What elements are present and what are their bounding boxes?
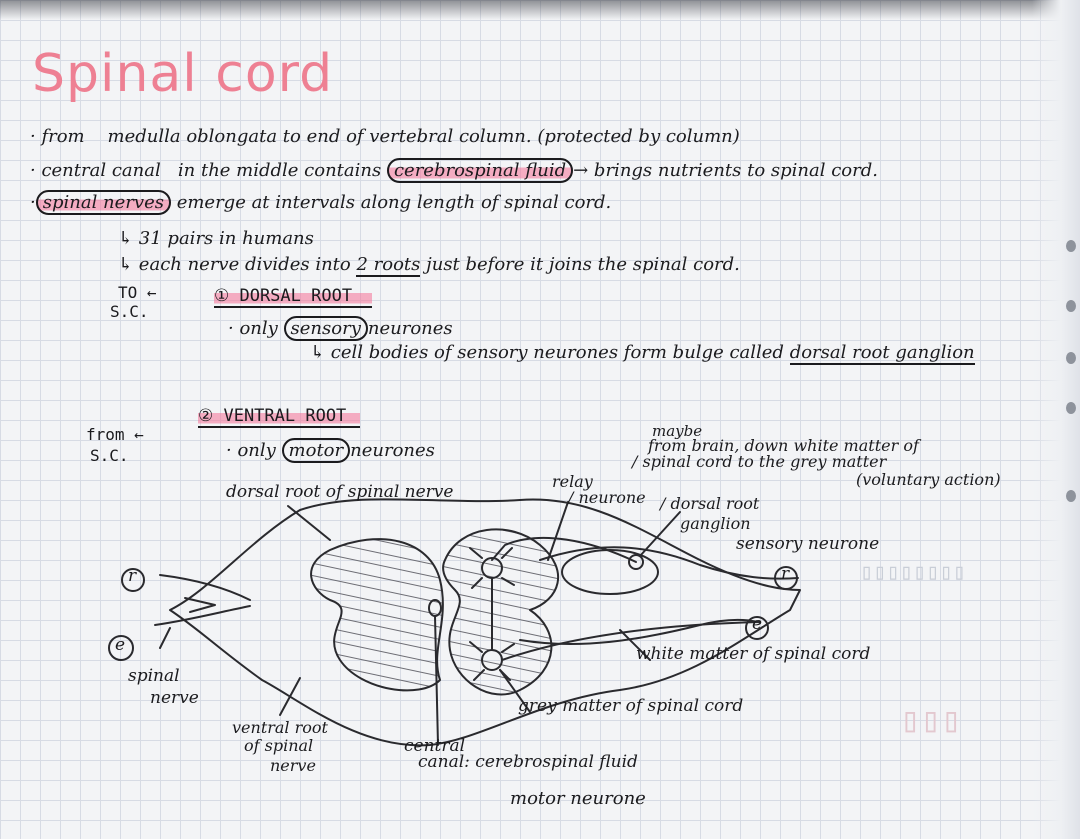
note-line-5: ↳ each nerve divides into 2 roots just b… bbox=[118, 254, 740, 277]
label-relay-neurone: / neurone bbox=[568, 488, 646, 507]
dorsal-root bbox=[539, 546, 799, 580]
dorsal-root-pointer bbox=[287, 505, 331, 541]
dorsal-cell-bodies-line: ↳ cell bodies of sensory neurones form b… bbox=[310, 342, 975, 365]
marker-r-left: r bbox=[128, 566, 137, 586]
binder-hole bbox=[1066, 240, 1076, 252]
ganglion-outline bbox=[561, 549, 659, 595]
binder-hole bbox=[1066, 402, 1076, 414]
page-right-edge bbox=[1032, 0, 1080, 839]
dorsal-to-label: TO ← bbox=[118, 283, 157, 302]
spinal-nerve-pointer bbox=[159, 627, 171, 649]
label-ventral-root-3: nerve bbox=[270, 756, 316, 775]
label-grey-matter: grey matter of spinal cord bbox=[518, 696, 744, 716]
white-matter-pointer bbox=[619, 629, 651, 661]
cord-outline bbox=[169, 498, 801, 747]
dorsal-root-heading: ① DORSAL ROOT bbox=[214, 286, 373, 308]
note-line-1: · from medulla oblongata to end of verte… bbox=[30, 126, 740, 147]
sensory-cell-body bbox=[628, 554, 644, 570]
ganglion-underline: dorsal root ganglion bbox=[789, 342, 975, 365]
bleed-through-marks: ▯▯▯ bbox=[900, 700, 962, 740]
label-maybe: maybe bbox=[652, 422, 703, 440]
label-motor-neurone: motor neurone bbox=[510, 788, 646, 809]
label-dorsal-root-spinal-nerve: dorsal root of spinal nerve bbox=[226, 482, 454, 502]
label-relay: relay bbox=[552, 472, 593, 491]
csf-highlight: cerebrospinal fluid bbox=[386, 158, 574, 183]
ventral-root-heading: ② VENTRAL ROOT bbox=[198, 406, 361, 428]
spinal-nerves-highlight: spinal nerves bbox=[35, 190, 171, 215]
label-from-brain: from brain, down white matter of bbox=[648, 436, 919, 455]
ventral-from-label: from ← bbox=[86, 425, 144, 444]
left-nerve-branch bbox=[184, 597, 216, 613]
left-nerve-lower bbox=[154, 605, 251, 626]
dorsal-to-sc: S.C. bbox=[110, 302, 149, 321]
label-white-matter: white matter of spinal cord bbox=[636, 644, 871, 664]
label-spinal-to-grey: / spinal cord to the grey matter bbox=[632, 452, 887, 471]
page-title: Spinal cord bbox=[32, 44, 334, 104]
two-roots-underline: 2 roots bbox=[356, 254, 421, 277]
motor-circle: motor bbox=[281, 438, 351, 463]
note-line-3: ·spinal nerves emerge at intervals along… bbox=[30, 190, 612, 215]
neurone-pathway bbox=[491, 536, 761, 661]
label-spinal-nerve-1: spinal bbox=[128, 666, 180, 686]
label-voluntary: (voluntary action) bbox=[856, 470, 1001, 489]
grey-matter-left bbox=[310, 538, 444, 692]
label-dorsal-root-ganglion-2: ganglion bbox=[680, 514, 751, 533]
marker-e-right-circle bbox=[745, 616, 769, 640]
binder-hole bbox=[1066, 490, 1076, 502]
marker-r-right: r bbox=[781, 564, 790, 584]
note-line-4: ↳ 31 pairs in humans bbox=[118, 228, 314, 249]
label-ventral-root-2: of spinal bbox=[244, 736, 314, 755]
label-sensory-neurone: sensory neurone bbox=[736, 534, 880, 554]
ventral-from-sc: S.C. bbox=[90, 446, 129, 465]
binder-hole bbox=[1066, 352, 1076, 364]
note-line-2: · central canal in the middle contains c… bbox=[30, 158, 878, 183]
central-canal-pointer bbox=[434, 615, 439, 746]
label-dorsal-root-ganglion-1: / dorsal root bbox=[660, 494, 760, 513]
marker-e-right: e bbox=[752, 614, 763, 634]
motor-dendrites bbox=[469, 641, 515, 681]
bleed-through-marks: ▯▯▯▯▯▯▯▯ bbox=[860, 560, 966, 585]
sensory-circle: sensory bbox=[283, 316, 368, 341]
marker-r-right-circle bbox=[774, 566, 798, 590]
marker-r-left-circle bbox=[121, 568, 145, 592]
label-spinal-nerve-2: nerve bbox=[150, 688, 199, 708]
relay-dendrites bbox=[469, 547, 515, 589]
label-central-canal-2: canal: cerebrospinal fluid bbox=[418, 752, 638, 772]
label-ventral-root-1: ventral root bbox=[232, 718, 328, 737]
grey-matter-right bbox=[442, 528, 559, 696]
marker-e-left-circle bbox=[108, 635, 134, 661]
page-top-shadow bbox=[0, 0, 1080, 20]
relay-pointer bbox=[547, 501, 569, 561]
grey-matter-pointer bbox=[499, 669, 531, 713]
label-central-canal-1: central bbox=[404, 736, 466, 756]
binder-hole bbox=[1066, 300, 1076, 312]
left-nerve-upper bbox=[159, 574, 251, 601]
marker-e-left: e bbox=[115, 635, 126, 655]
ganglion-pointer bbox=[639, 511, 681, 557]
ventral-root-pointer bbox=[279, 677, 301, 716]
